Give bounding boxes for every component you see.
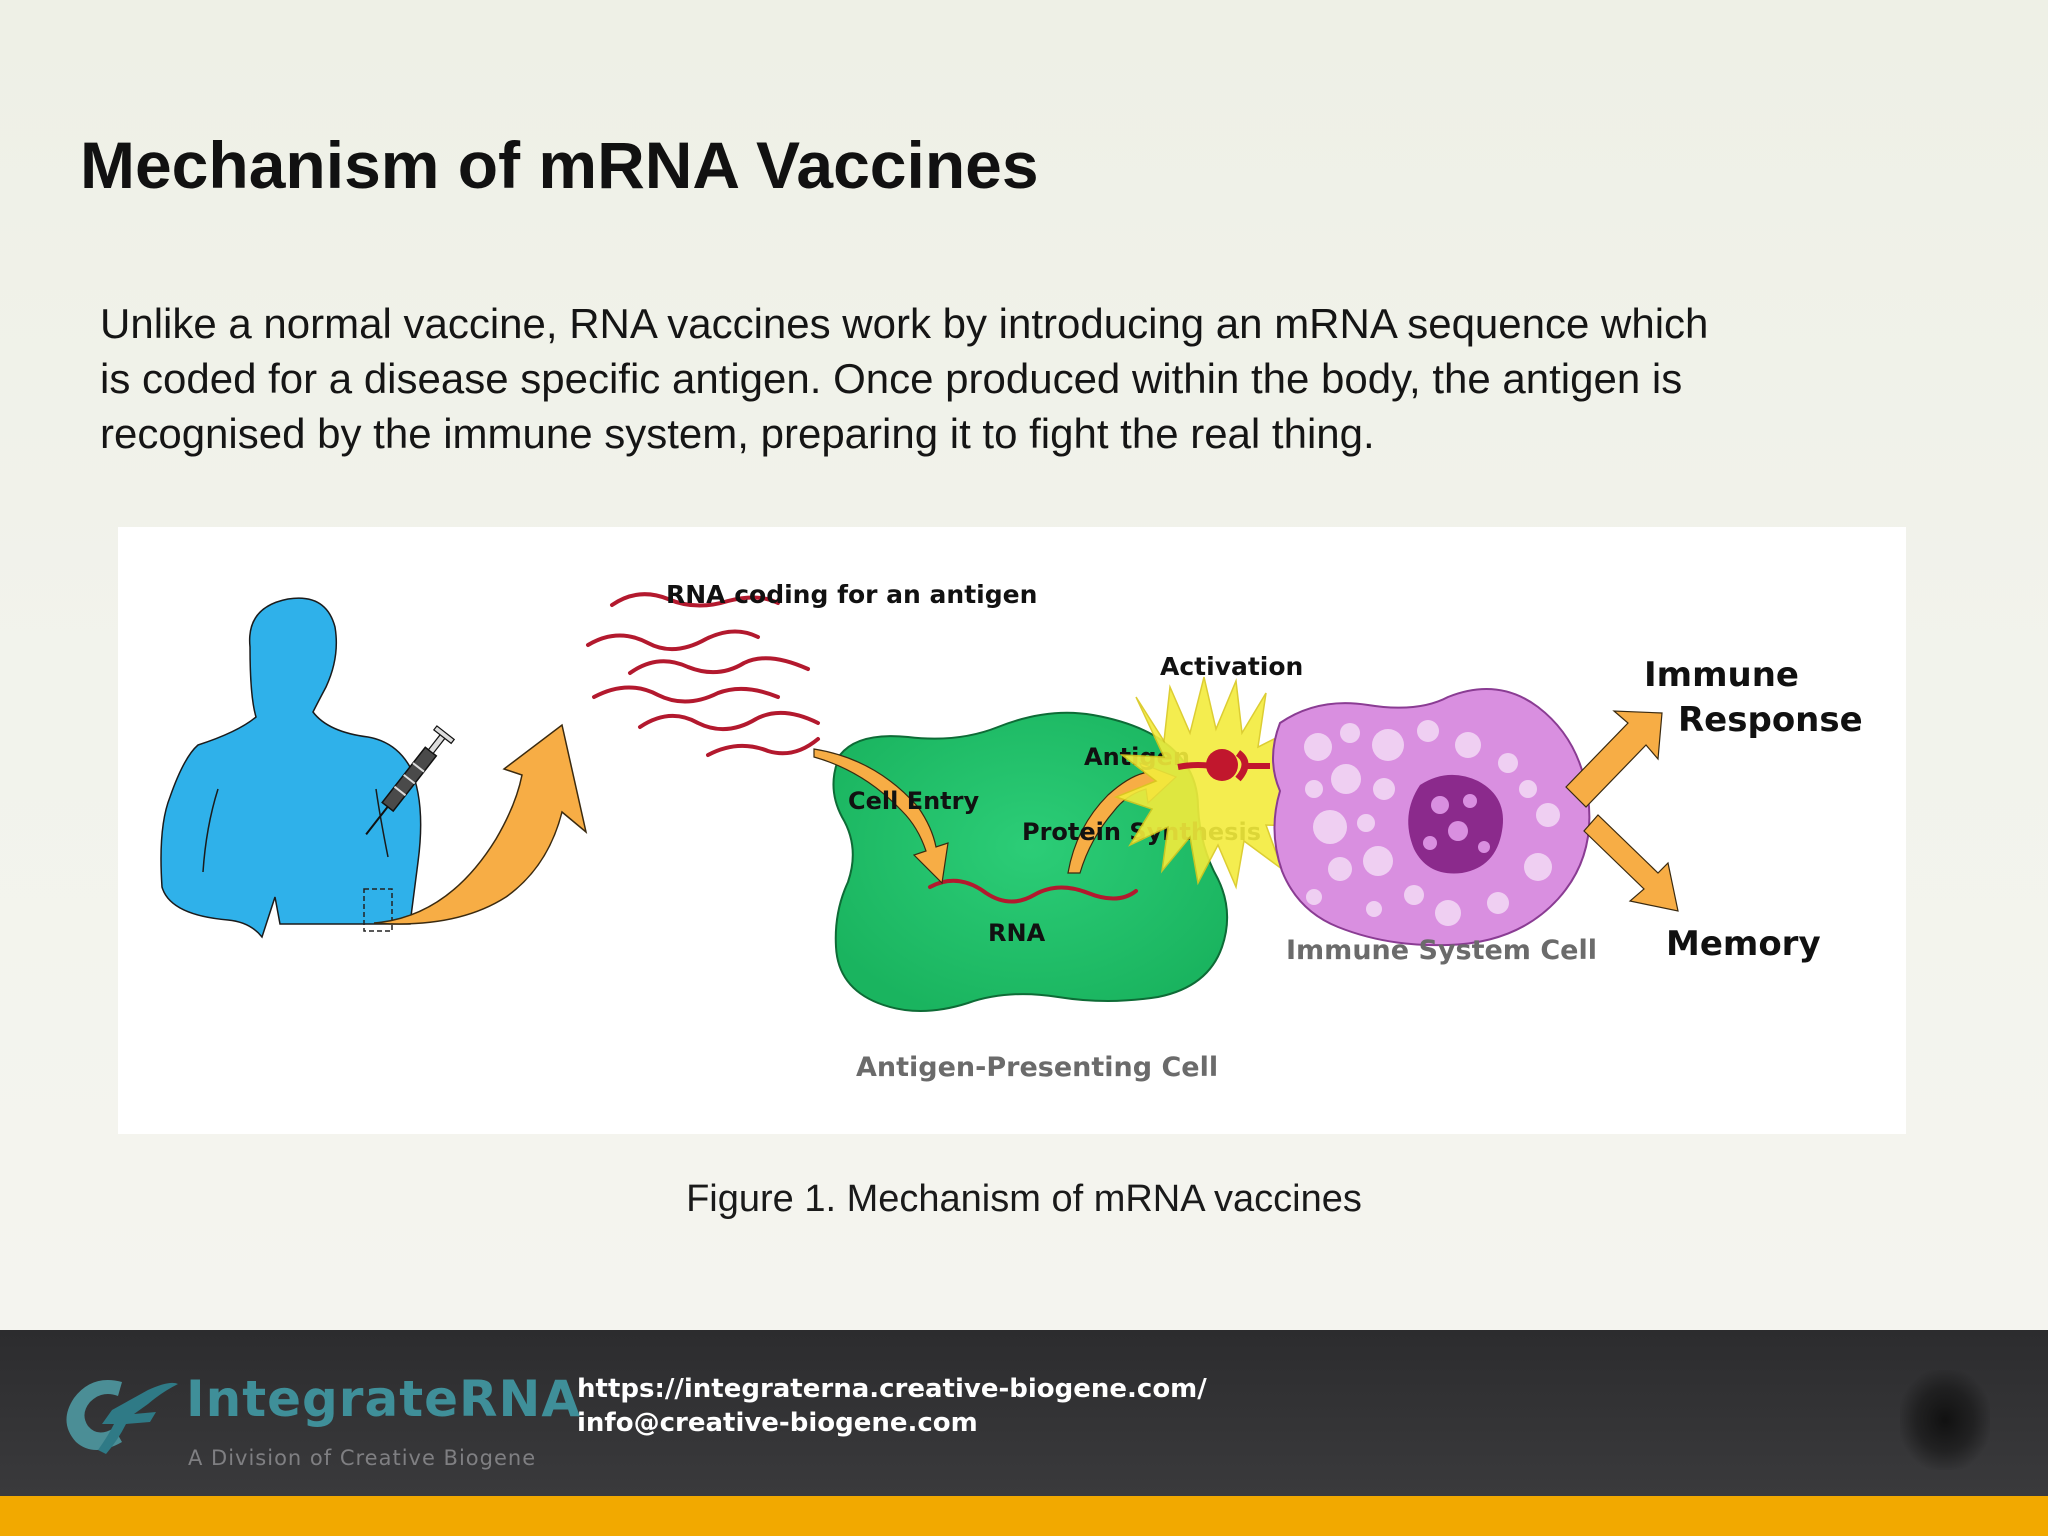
label-rna: RNA xyxy=(988,919,1046,947)
arrow-to-rna xyxy=(373,723,588,925)
intro-line-3: recognised by the immune system, prepari… xyxy=(100,410,1375,457)
intro-line-2: is coded for a disease specific antigen.… xyxy=(100,355,1683,402)
logo-tagline: A Division of Creative Biogene xyxy=(188,1446,537,1470)
label-cell-entry: Cell Entry xyxy=(848,787,979,815)
logo-mark-icon xyxy=(66,1380,178,1454)
label-rna-coding: RNA coding for an antigen xyxy=(666,580,1037,609)
footer: IntegrateRNA A Division of Creative Biog… xyxy=(0,1330,2048,1496)
label-apc: Antigen-Presenting Cell xyxy=(856,1052,1218,1083)
cell-entry-arrow xyxy=(813,748,949,885)
arrow-immune-response xyxy=(1565,710,1663,808)
mechanism-figure: RNA coding for an antigen Cell Entry Pro… xyxy=(118,527,1906,1134)
label-activation: Activation xyxy=(1160,652,1303,681)
syringe-icon xyxy=(365,725,456,835)
label-immune-cell: Immune System Cell xyxy=(1286,935,1597,966)
immune-cell-granules xyxy=(1304,720,1560,926)
label-immune-response-1: Immune xyxy=(1644,655,1799,695)
footer-accent-bar xyxy=(0,1496,2048,1536)
label-memory: Memory xyxy=(1666,924,1821,964)
rna-strands xyxy=(586,592,820,757)
email-link[interactable]: info@creative-biogene.com xyxy=(577,1408,978,1438)
intro-line-1: Unlike a normal vaccine, RNA vaccines wo… xyxy=(100,300,1709,347)
slide-title: Mechanism of mRNA Vaccines xyxy=(80,128,1039,202)
figure-caption: Figure 1. Mechanism of mRNA vaccines xyxy=(686,1178,1362,1220)
immune-cell-nucleus xyxy=(1408,774,1503,874)
website-link[interactable]: https://integraterna.creative-biogene.co… xyxy=(577,1374,1207,1404)
intro-paragraph: Unlike a normal vaccine, RNA vaccines wo… xyxy=(100,296,1900,461)
activation-burst xyxy=(1113,676,1321,890)
arrow-memory xyxy=(1583,814,1679,912)
company-logo[interactable]: IntegrateRNA A Division of Creative Biog… xyxy=(52,1360,580,1470)
antigen-receptor xyxy=(1177,749,1270,782)
intracellular-rna xyxy=(928,878,1138,904)
contact-info: https://integraterna.creative-biogene.co… xyxy=(577,1372,1207,1440)
injection-site xyxy=(363,888,393,932)
mechanism-diagram: RNA coding for an antigen Cell Entry Pro… xyxy=(160,580,1863,1083)
label-immune-response-2: Response xyxy=(1678,700,1863,740)
human-silhouette xyxy=(160,597,422,939)
footer-decoration xyxy=(1900,1370,1990,1470)
logo-name: IntegrateRNA xyxy=(186,1370,582,1428)
